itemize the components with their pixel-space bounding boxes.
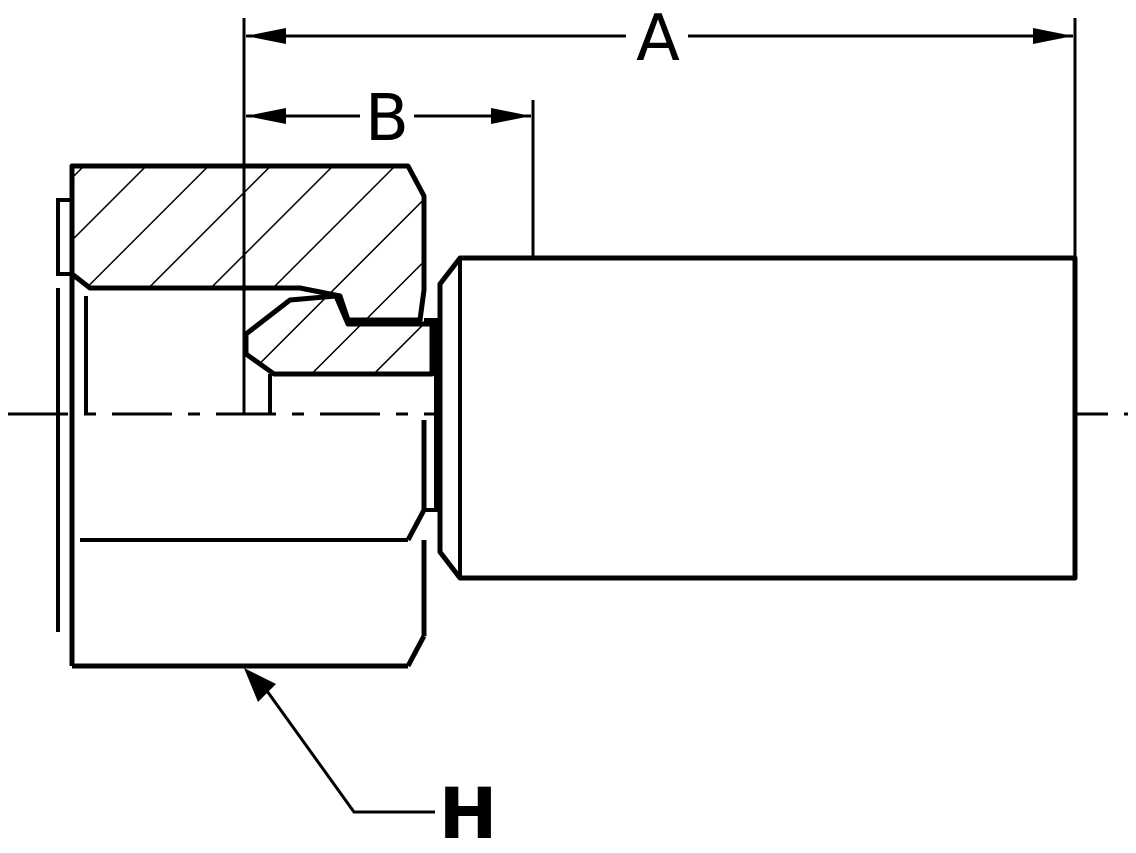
callout-h-label: H: [439, 773, 498, 853]
callout-h-leader: [244, 668, 435, 814]
nut-section: [56, 163, 427, 323]
ferrule-sleeve: [437, 255, 1078, 581]
nipple-seat-section: [243, 293, 435, 377]
collar: [424, 318, 438, 512]
dimension-b-label: B: [365, 82, 409, 156]
dimension-a-label: A: [636, 2, 680, 76]
